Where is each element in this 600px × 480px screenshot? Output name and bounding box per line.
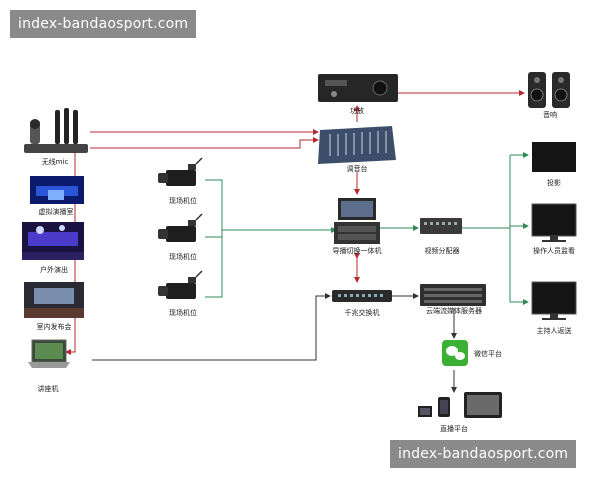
- operator-monitor-icon: [531, 203, 577, 242]
- camera-3-icon: [158, 270, 203, 299]
- watermark-banner-top: index-bandaosport.com: [10, 10, 197, 38]
- host-monitor-icon: [531, 281, 577, 320]
- connections: [65, 90, 529, 393]
- gigabit-switch-icon: [332, 290, 392, 302]
- switcher-label: 导播切换一体机: [332, 247, 382, 255]
- camera-3-label: 现场机位: [169, 309, 197, 317]
- wireless-mic-label: 无线mic: [41, 158, 69, 166]
- line-camera-bracket: [205, 179, 223, 298]
- cloud-server-icon: [420, 284, 486, 306]
- amplifier-icon: [318, 74, 398, 102]
- video-splitter-label: 视频分配器: [424, 247, 460, 255]
- wechat-label: 微信平台: [474, 350, 502, 358]
- line-mic-to-amp: [90, 137, 319, 149]
- wechat-icon: [442, 340, 468, 366]
- speaker-label: 音响: [543, 111, 557, 119]
- projection-screen-icon: [532, 142, 576, 172]
- operator-monitor-label: 操作人员监看: [533, 247, 575, 255]
- watermark-banner-bottom: index-bandaosport.com: [390, 440, 577, 468]
- camera-1-label: 现场机位: [169, 197, 197, 205]
- virtual-studio-label: 虚拟演播室: [38, 208, 74, 216]
- speaker-icon: [528, 72, 570, 108]
- outdoor-show-thumbnail: [22, 222, 84, 260]
- live-platform-label: 直播平台: [440, 425, 468, 433]
- indoor-launch-label: 室内发布会: [36, 323, 72, 331]
- camera-2-icon: [158, 213, 203, 242]
- laptop-icon: [28, 339, 70, 368]
- projection-label: 投影: [547, 179, 561, 187]
- indoor-launch-thumbnail: [24, 282, 84, 318]
- cloud-server-label: 云端流媒体服务器: [426, 307, 482, 315]
- line-scene-trunk: [65, 148, 76, 355]
- gigabit-switch-label: 千兆交换机: [344, 309, 380, 317]
- lecture-pc-label: 讲座机: [37, 385, 59, 393]
- line-lecture-to-gigabit: [92, 293, 331, 361]
- live-platform-icon: [418, 392, 502, 418]
- mixer-icon: [318, 126, 396, 164]
- amplifier-label: 功放: [350, 107, 364, 115]
- wireless-mic-icon: [24, 108, 88, 153]
- virtual-studio-thumbnail: [30, 176, 84, 204]
- camera-1-icon: [158, 157, 203, 186]
- outdoor-show-label: 户外演出: [40, 266, 68, 274]
- video-splitter-icon: [420, 218, 462, 234]
- host-return-label: 主持人返送: [536, 327, 572, 335]
- camera-2-label: 现场机位: [169, 253, 197, 261]
- switcher-icon: [334, 198, 380, 244]
- mixer-label: 调音台: [346, 165, 368, 173]
